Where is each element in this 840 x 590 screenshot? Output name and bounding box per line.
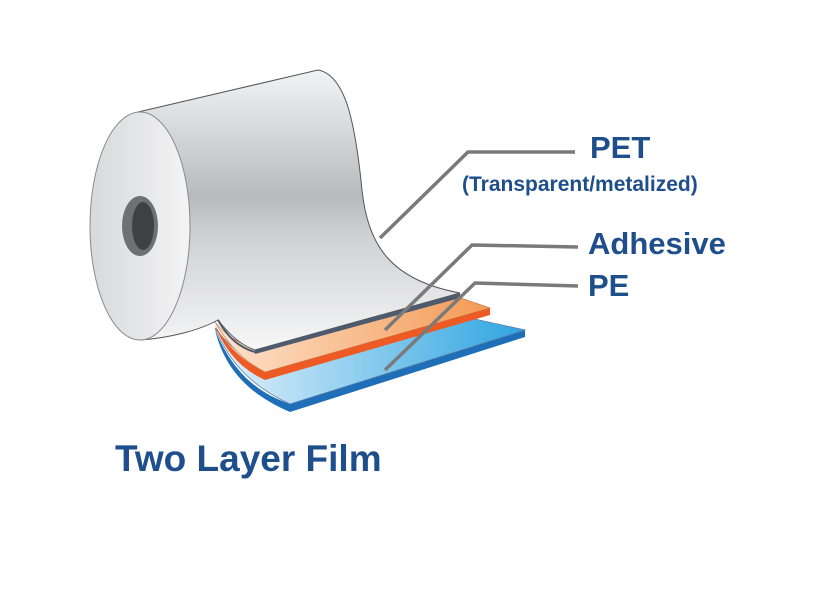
adhesive-leader-line [383, 243, 579, 332]
pet-label: PET [590, 130, 651, 165]
pet-leader-line [378, 150, 575, 240]
leader-lines [378, 150, 579, 372]
pet-roll [89, 69, 461, 354]
adhesive-label: Adhesive [588, 226, 726, 261]
pe-leader-line [383, 281, 579, 372]
diagram-title: Two Layer Film [115, 438, 382, 479]
pe-label: PE [588, 268, 630, 303]
pet-note-label: (Transparent/metalized) [462, 173, 698, 196]
